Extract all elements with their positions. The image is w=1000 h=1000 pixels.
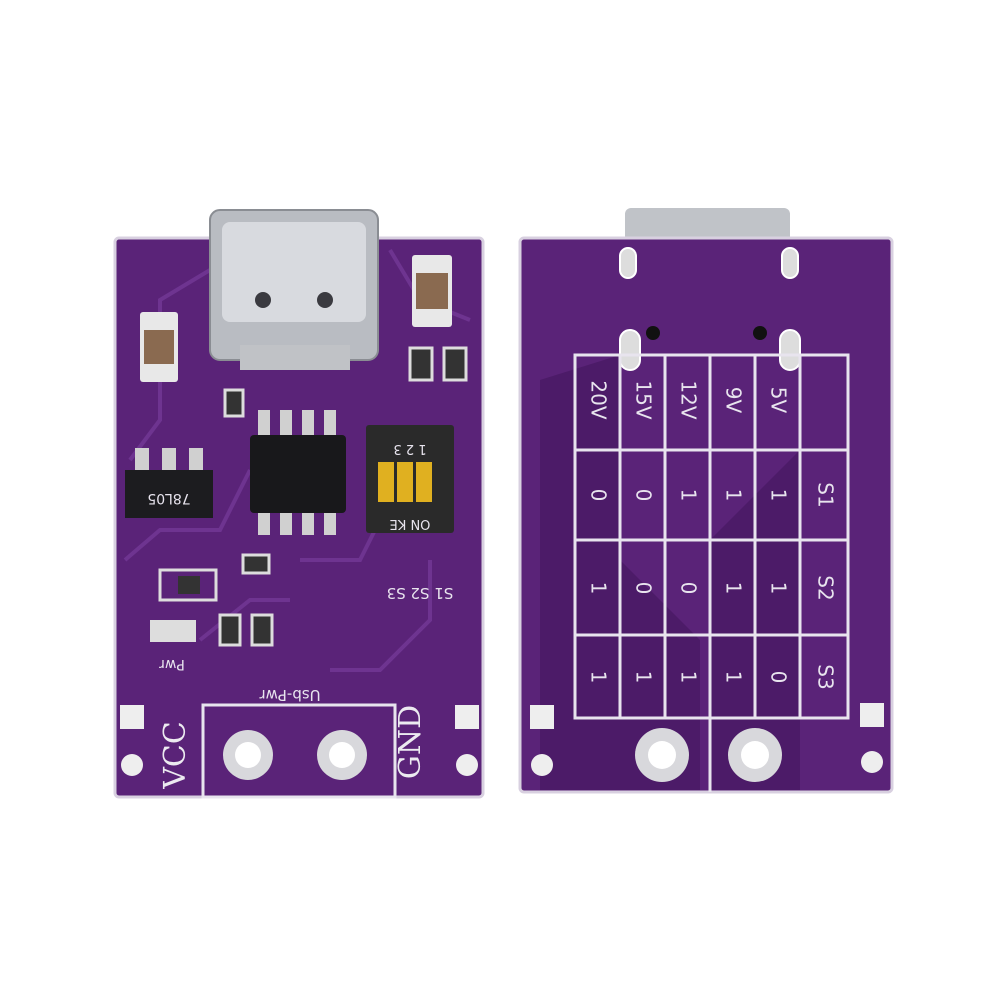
usb-c-connector-back [625, 208, 790, 244]
switch-row-label: S1 [814, 482, 838, 507]
table-cell: 0 [767, 671, 791, 684]
table-cell: 1 [677, 489, 701, 502]
switch-labels: S1 S2 S3 [387, 584, 454, 602]
switch-row-label: S3 [814, 664, 838, 689]
voltage-regulator: 78L05 [125, 448, 213, 518]
table-cell: 1 [632, 671, 656, 684]
table-cell: 1 [587, 582, 611, 595]
table-cell: 0 [677, 582, 701, 595]
table-cell: 0 [632, 582, 656, 595]
vcc-label: VCC [158, 721, 193, 790]
voltage-header: 9V [722, 387, 746, 414]
table-cell: 1 [722, 582, 746, 595]
table-cell: 1 [767, 582, 791, 595]
voltage-header: 15V [632, 380, 656, 419]
table-cell: 1 [587, 671, 611, 684]
pcb-traces [123, 248, 471, 672]
table-cell: 1 [722, 489, 746, 502]
pwr-led-label: Pwr [159, 656, 185, 672]
controller-chip [250, 410, 346, 535]
table-cell: 0 [587, 489, 611, 502]
dip-switch: 1 2 3 ON KE [366, 425, 454, 533]
table-cell: 0 [632, 489, 656, 502]
switch-row-label: S2 [814, 575, 838, 600]
table-cell: 1 [722, 671, 746, 684]
dip-switch-marking: ON KE [390, 516, 431, 531]
smd-components [150, 346, 468, 647]
table-cell: 1 [767, 489, 791, 502]
regulator-marking: 78L05 [147, 490, 190, 506]
voltage-header: 12V [677, 380, 701, 419]
usb-c-connector [209, 209, 379, 370]
voltage-header: 5V [767, 387, 791, 414]
voltage-header: 20V [587, 380, 611, 419]
gnd-label: GND [393, 705, 428, 779]
dip-switch-numbers: 1 2 3 [393, 441, 426, 456]
usb-pwr-label: Usb-Pwr [259, 686, 321, 704]
left-pcb-board: 78L05 1 2 3 ON KE S1 S2 S3 [113, 209, 485, 799]
table-cell: 1 [677, 671, 701, 684]
